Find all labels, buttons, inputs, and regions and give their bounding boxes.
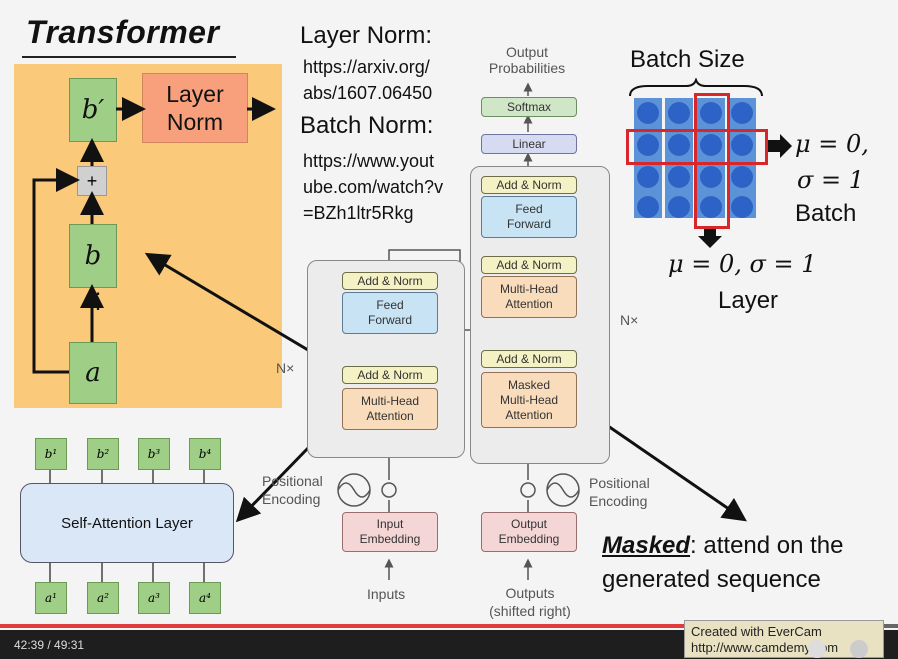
softmax-box: Softmax xyxy=(481,97,577,117)
slide: Transformer b′ Layer Norm + b ⋮ a xyxy=(14,14,869,619)
encoder-feed-forward: Feed Forward xyxy=(342,292,438,334)
batch-sigma: σ = 1 xyxy=(797,166,865,194)
encoder-multi-head-attention: Multi-Head Attention xyxy=(342,388,438,430)
self-attention-layer: Self-Attention Layer xyxy=(20,483,234,563)
sa-output-b4: b⁴ xyxy=(189,438,221,470)
evercam-line2: http://www.camdemy.com xyxy=(691,640,839,655)
input-embedding: Input Embedding xyxy=(342,512,438,552)
output-embedding: Output Embedding xyxy=(481,512,577,552)
batch-dot-r2-c4 xyxy=(731,134,753,156)
sa-output-b1: b¹ xyxy=(35,438,67,470)
playback-time: 42:39 / 49:31 xyxy=(14,638,85,652)
decoder-multi-head-attention: Multi-Head Attention xyxy=(481,276,577,318)
batch-dot-r2-c2 xyxy=(668,134,690,156)
masked-note-line1: Masked: attend on the xyxy=(602,532,844,560)
batch-dot-r1-c3 xyxy=(700,102,722,124)
layer-column-highlight xyxy=(694,93,730,229)
batch-norm-heading: Batch Norm: xyxy=(300,112,434,139)
batch-size-brace xyxy=(629,78,763,97)
layer-label: Layer xyxy=(718,287,779,314)
batch-mu: μ = 0, xyxy=(795,130,869,158)
encoder-add-norm-2: Add & Norm xyxy=(342,272,438,290)
layer-norm-url-1: https://arxiv.org/ xyxy=(303,57,430,77)
settings-gear-icon[interactable] xyxy=(850,640,868,658)
sa-output-b3: b³ xyxy=(138,438,170,470)
batch-dot-r4-c1 xyxy=(637,196,659,218)
batch-dot-r2-c3 xyxy=(700,134,722,156)
progress-fill xyxy=(0,624,776,628)
evercam-line1: Created with EverCam xyxy=(691,624,822,639)
encoder-nx-label: N× xyxy=(276,360,295,376)
batch-dot-r1-c1 xyxy=(637,102,659,124)
outputs-label: Outputs (shifted right) xyxy=(489,585,571,619)
decoder-add-norm-1: Add & Norm xyxy=(481,350,577,368)
batch-dot-r1-c4 xyxy=(731,102,753,124)
output-probabilities-label: Output Probabilities xyxy=(488,44,566,76)
decoder-feed-forward: Feed Forward xyxy=(481,196,577,238)
decoder-add-norm-3: Add & Norm xyxy=(481,176,577,194)
batch-dot-r3-c1 xyxy=(637,166,659,188)
batch-dot-r3-c2 xyxy=(668,166,690,188)
play-icon[interactable] xyxy=(808,640,826,658)
encoder-add-norm-1: Add & Norm xyxy=(342,366,438,384)
batch-dot-r3-c3 xyxy=(700,166,722,188)
batch-label: Batch xyxy=(795,200,857,227)
sa-output-b2: b² xyxy=(87,438,119,470)
title-underline xyxy=(22,56,236,58)
batch-dot-r4-c2 xyxy=(668,196,690,218)
linear-box: Linear xyxy=(481,134,577,154)
a-box: a xyxy=(69,342,117,404)
layer-mu-sigma: μ = 0, σ = 1 xyxy=(668,250,817,278)
batch-norm-url-2: ube.com/watch?v xyxy=(303,177,444,197)
batch-dot-r2-c1 xyxy=(637,134,659,156)
sa-input-a1: a¹ xyxy=(35,582,67,614)
layer-norm-line2: Norm xyxy=(166,109,224,135)
masked-word: Masked xyxy=(602,532,691,559)
inputs-label: Inputs xyxy=(367,586,406,602)
batch-norm-url-1: https://www.yout xyxy=(303,151,435,171)
slide-title: Transformer xyxy=(26,14,220,50)
sa-input-a4: a⁴ xyxy=(189,582,221,614)
masked-multi-head-attention: Masked Multi-Head Attention xyxy=(481,372,577,428)
masked-rest: : attend on the xyxy=(690,532,844,559)
layer-norm-line1: Layer xyxy=(166,81,224,107)
batch-dot-r4-c3 xyxy=(700,196,722,218)
b-box: b xyxy=(69,224,117,288)
batch-dot-r4-c4 xyxy=(731,196,753,218)
batch-size-label: Batch Size xyxy=(630,46,745,73)
masked-note-line2: generated sequence xyxy=(602,566,821,593)
sa-input-a3: a³ xyxy=(138,582,170,614)
layer-norm-box: Layer Norm xyxy=(142,73,248,143)
batch-dot-r1-c2 xyxy=(668,102,690,124)
decoder-positional-encoding: Positional Encoding xyxy=(589,475,650,509)
layer-norm-heading: Layer Norm: xyxy=(300,22,433,49)
layer-norm-url-2: abs/1607.06450 xyxy=(303,83,433,103)
decoder-add-norm-2: Add & Norm xyxy=(481,256,577,274)
sa-input-a2: a² xyxy=(87,582,119,614)
batch-dot-r3-c4 xyxy=(731,166,753,188)
batch-norm-url-3: =BZh1ltr5Rkg xyxy=(303,203,414,223)
encoder-positional-encoding: Positional Encoding xyxy=(262,473,323,507)
decoder-nx-label: N× xyxy=(620,312,639,328)
batch-row-highlight xyxy=(626,129,768,165)
